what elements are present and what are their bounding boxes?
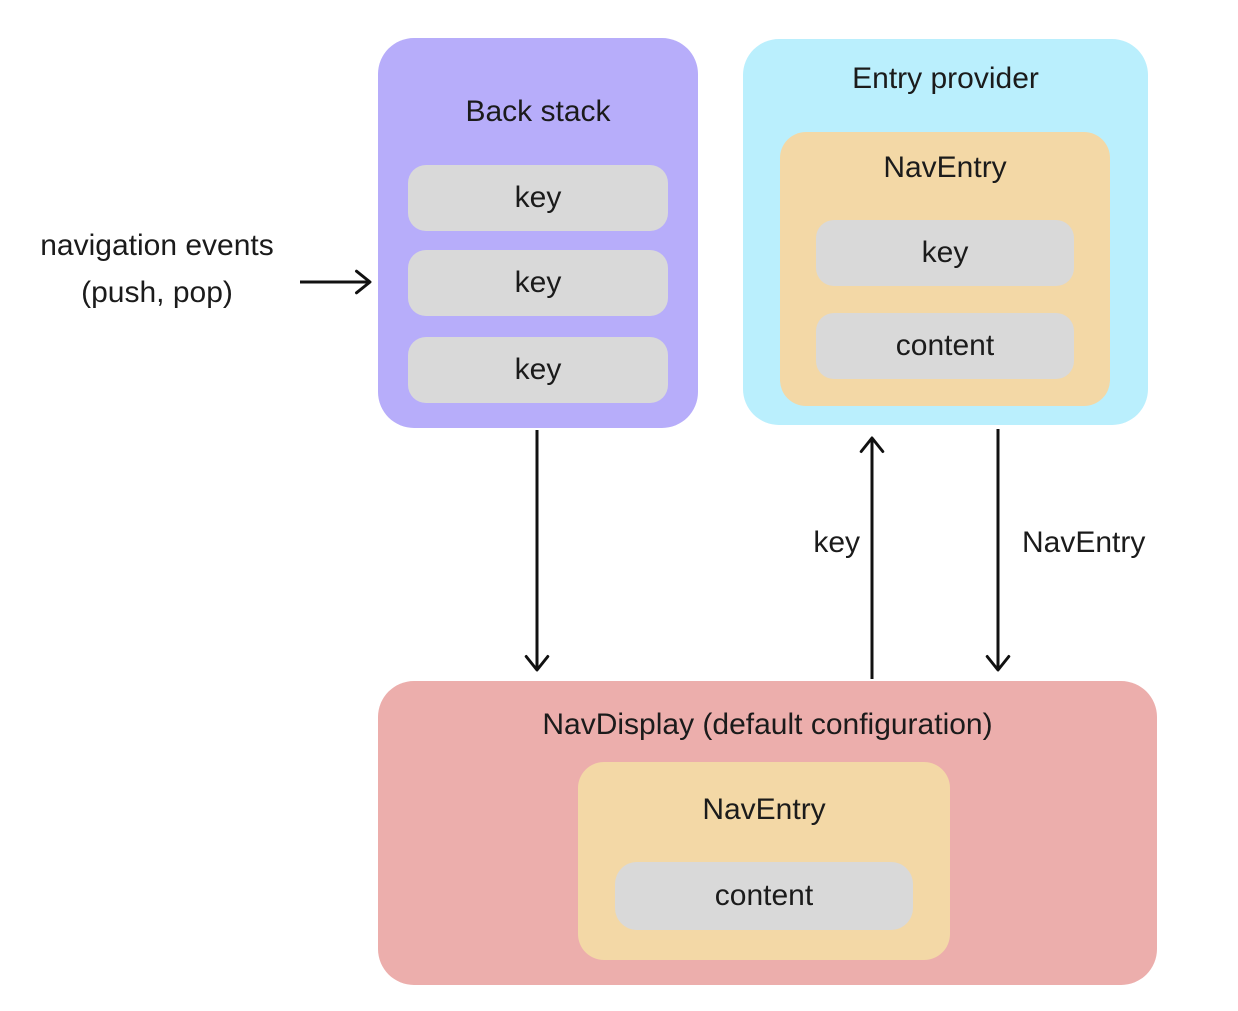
nav-entry-title: NavEntry <box>883 151 1007 184</box>
back-stack-key-pill: key <box>408 337 668 403</box>
nav-entry-key-pill: key <box>816 220 1074 286</box>
annotation-line-2: (push, pop) <box>81 276 233 309</box>
nav-entry-title: NavEntry <box>702 793 826 826</box>
navigation-events-annotation: navigation events (push, pop) <box>2 222 312 316</box>
entry-provider-title: Entry provider <box>852 62 1039 95</box>
nav-display-nav-entry-box: NavEntry content <box>578 762 950 960</box>
entry-provider-box: Entry provider NavEntry key content <box>743 39 1148 425</box>
nav-entry-arrow-label: NavEntry <box>1022 526 1146 559</box>
nav-entry-content-pill: content <box>816 313 1074 379</box>
back-stack-box: Back stack key key key <box>378 38 698 428</box>
back-stack-key-pill: key <box>408 250 668 316</box>
nav-display-title: NavDisplay (default configuration) <box>542 708 993 741</box>
entry-provider-nav-entry-box: NavEntry key content <box>780 132 1110 406</box>
back-stack-title: Back stack <box>465 95 611 128</box>
back-stack-key-pill: key <box>408 165 668 231</box>
nav-entry-content-pill: content <box>615 862 913 930</box>
annotation-line-1: navigation events <box>40 229 274 262</box>
nav-display-box: NavDisplay (default configuration) NavEn… <box>378 681 1157 985</box>
key-arrow-label: key <box>813 526 860 559</box>
